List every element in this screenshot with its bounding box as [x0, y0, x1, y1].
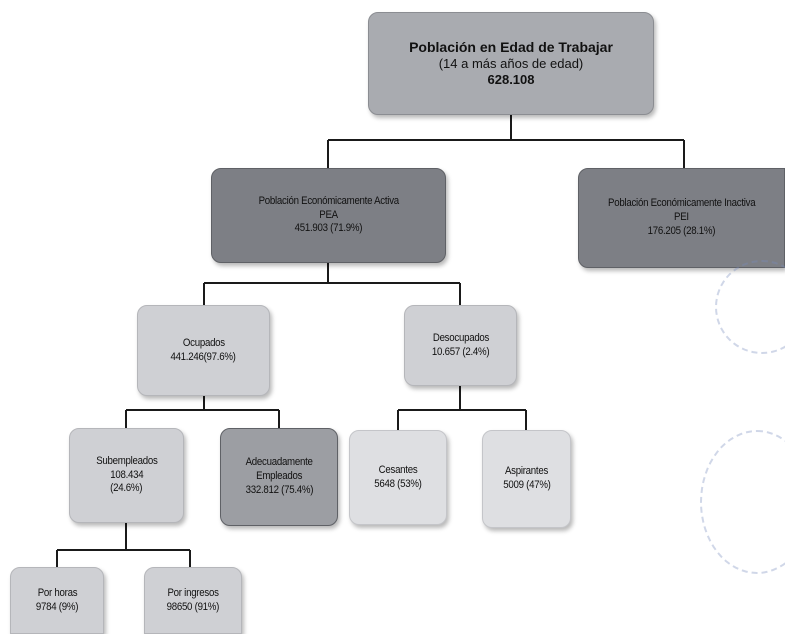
desocupados-value: 10.657 (2.4%) [431, 345, 490, 358]
pet-subtitle: (14 a más años de edad) [438, 56, 584, 71]
pea-abbrev: PEA [319, 208, 338, 221]
connector-desocupados [397, 386, 527, 430]
por-ingresos-value: 98650 (91%) [166, 600, 220, 613]
por-horas-label: Por horas [37, 586, 77, 599]
node-cesantes: Cesantes 5648 (53%) [349, 430, 447, 525]
por-horas-value: 9784 (9%) [35, 600, 79, 613]
pet-value: 628.108 [487, 72, 535, 88]
connector-ocupados [125, 396, 280, 428]
por-ingresos-label: Por ingresos [167, 586, 219, 599]
subempleados-value: 108.434 [109, 468, 144, 481]
ocupados-value: 441.246(97.6%) [170, 350, 237, 363]
pei-value: 176.205 (28.1%) [647, 224, 716, 237]
node-pet: Población en Edad de Trabajar (14 a más … [368, 12, 654, 115]
aspirantes-label: Aspirantes [504, 465, 549, 478]
node-subempleados: Subempleados 108.434 (24.6%) [69, 428, 184, 523]
aspirantes-value: 5009 (47%) [502, 479, 551, 491]
cesantes-label: Cesantes [378, 463, 418, 476]
desocupados-label: Desocupados [432, 331, 489, 344]
cesantes-value: 5648 (53%) [374, 477, 422, 490]
subempleados-percent: (24.6%) [110, 482, 143, 495]
pea-value: 451.903 (71.9%) [294, 222, 363, 235]
connector-pea [203, 263, 461, 305]
adecuadamente-value: 332.812 (75.4%) [245, 483, 313, 496]
connector-pet [327, 115, 685, 168]
pei-label: Población Económicamente Inactiva [607, 197, 756, 210]
ocupados-label: Ocupados [182, 336, 225, 349]
node-desocupados: Desocupados 10.657 (2.4%) [404, 305, 517, 386]
node-por-ingresos: Por ingresos 98650 (91%) [144, 567, 242, 634]
node-adecuadamente: Adecuadamente Empleados 332.812 (75.4%) [220, 428, 338, 526]
pei-abbrev: PEI [674, 211, 689, 224]
node-pei: Población Económicamente Inactiva PEI 17… [578, 168, 785, 268]
node-por-horas: Por horas 9784 (9%) [10, 567, 104, 634]
pea-label: Población Económicamente Activa [258, 194, 399, 207]
node-ocupados: Ocupados 441.246(97.6%) [137, 305, 270, 396]
adecuadamente-label: Adecuadamente [245, 456, 313, 469]
connector-subempleados [56, 523, 191, 567]
pet-title: Población en Edad de Trabajar [409, 38, 613, 55]
subempleados-label: Subempleados [95, 454, 158, 467]
adecuadamente-label-2: Empleados [255, 470, 303, 483]
node-aspirantes: Aspirantes 5009 (47%) [482, 430, 571, 528]
node-pea: Población Económicamente Activa PEA 451.… [211, 168, 446, 263]
